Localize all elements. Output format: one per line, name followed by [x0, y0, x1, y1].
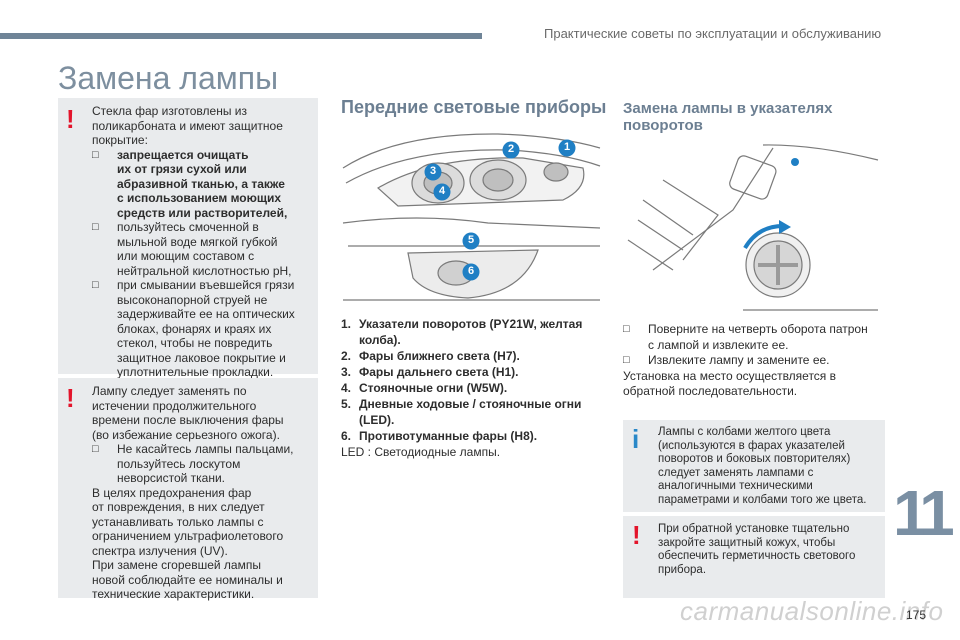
list-item: 2.Фары ближнего света (H7).: [341, 349, 520, 363]
info-text: Лампы с колбами желтого цвета(используют…: [658, 426, 867, 506]
page-number: 175: [906, 608, 927, 622]
warning-box-lamp: [58, 378, 318, 598]
callout-6: [462, 263, 480, 281]
callout-1-label: 1: [563, 141, 571, 153]
info-icon: i: [632, 424, 640, 454]
callout-5-label: 5: [467, 234, 475, 246]
turn-signal-diagram: [627, 144, 879, 311]
callout-4: [433, 183, 451, 201]
info-box: [623, 420, 885, 512]
callout-1: [558, 139, 576, 157]
list-item-cont: (LED).: [359, 413, 395, 427]
front-lights-heading: Передние световые приборы: [341, 97, 607, 117]
front-lights-list: 1.Указатели поворотов (PY21W, желтая кол…: [341, 316, 606, 460]
watermark: carmanualsonline.info: [680, 596, 944, 626]
callout-3-label: 3: [429, 165, 437, 177]
list-item: 1.Указатели поворотов (PY21W, желтая: [341, 317, 583, 331]
section-header: Практические советы по эксплуатации и об…: [544, 26, 882, 41]
header-bar: [0, 33, 482, 39]
callout-4-label: 4: [438, 185, 446, 197]
page-title: Замена лампы: [58, 60, 279, 96]
list-item: 4.Стояночные огни (W5W).: [341, 381, 508, 395]
list-item: 6.Противотуманные фары (H8).: [341, 429, 538, 443]
list-item: 3.Фары дальнего света (H1).: [341, 365, 519, 379]
callout-2: [502, 141, 520, 159]
callout-3: [424, 163, 442, 181]
callout-6-label: 6: [467, 265, 475, 277]
list-item-cont: колба).: [359, 333, 401, 347]
warning-icon: !: [66, 104, 75, 134]
warning-icon: !: [632, 520, 641, 550]
callout-2-label: 2: [507, 143, 515, 155]
callout-5: [462, 232, 480, 250]
warning-icon: !: [66, 383, 75, 413]
warning-box-seal: [623, 516, 885, 598]
led-note: LED : Светодиодные лампы.: [341, 445, 501, 459]
list-item: 5.Дневные ходовые / стояночные огни: [341, 397, 582, 411]
chapter-number: 11: [893, 477, 955, 549]
